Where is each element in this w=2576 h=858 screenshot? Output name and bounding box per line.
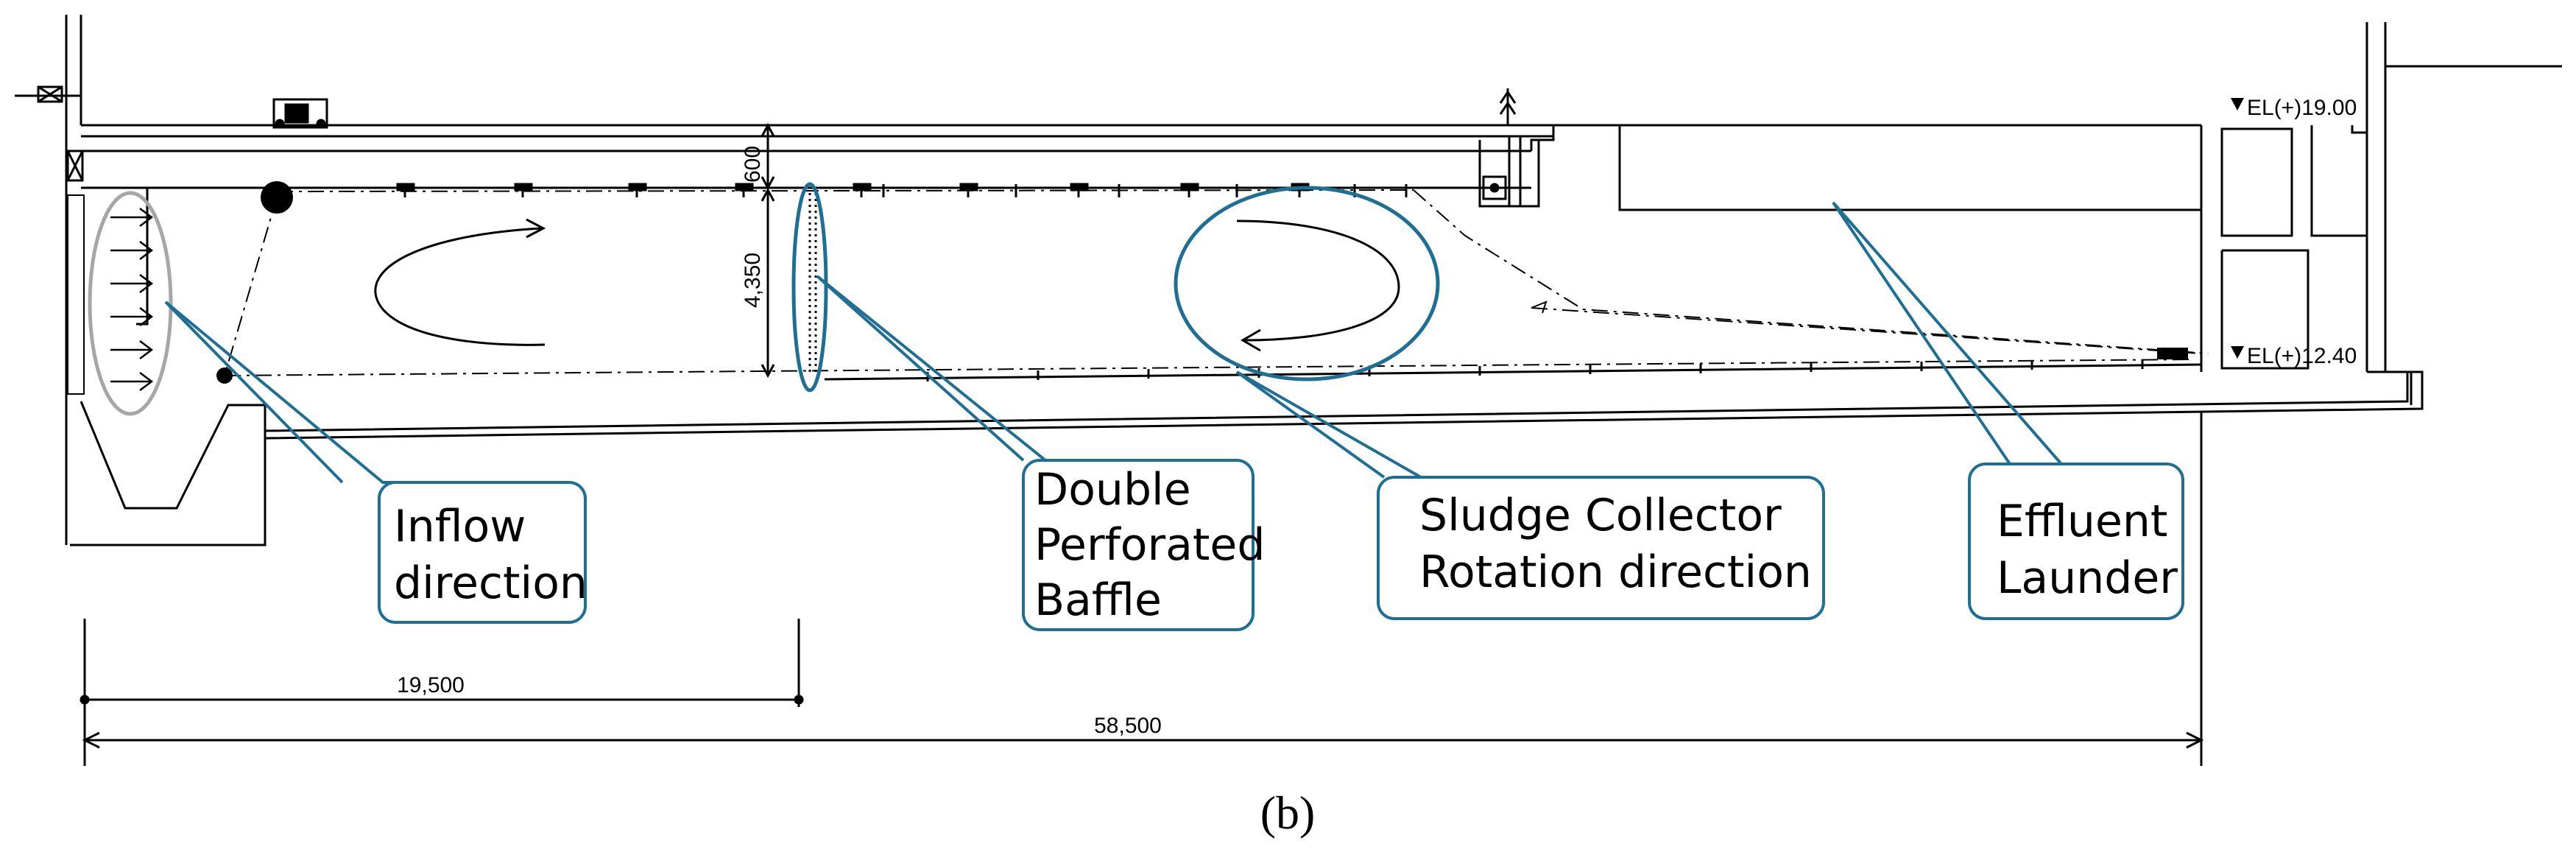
partial-length-dimension: 19,500 xyxy=(397,673,465,697)
launder-leader xyxy=(1832,201,2065,465)
inlet-port xyxy=(67,194,85,395)
effluent-launder-box xyxy=(1618,125,2201,211)
sludge-rotation-arrow xyxy=(1236,219,1400,342)
inflow-arrows xyxy=(110,208,154,391)
sludge-withdrawal-icon xyxy=(2157,348,2188,359)
callout-baffle-line2: Perforated xyxy=(1034,519,1265,571)
callout-baffle-line3: Baffle xyxy=(1034,574,1162,626)
callout-inflow: Inflow direction xyxy=(378,481,587,624)
callout-inflow-line1: Inflow xyxy=(394,501,526,552)
perforated-baffle-icon xyxy=(808,193,817,376)
inflow-leader xyxy=(164,300,427,484)
scum-pipe xyxy=(1482,175,1507,200)
launder-step xyxy=(1530,125,1555,151)
sludge-collector-chain xyxy=(224,189,2209,376)
scraper-icon xyxy=(1531,300,1548,314)
right-chamber-2 xyxy=(2310,125,2368,237)
callout-sludge-line2: Rotation direction xyxy=(1419,546,1812,598)
elevation-top-label: EL(+)19.00 xyxy=(2247,96,2357,120)
callout-baffle-line1: Double xyxy=(1034,464,1191,516)
inflow-highlight-ellipse xyxy=(88,191,173,416)
callout-leaders xyxy=(164,201,2065,484)
collector-flights-bottom xyxy=(926,359,2144,381)
inlet-gate-symbol xyxy=(66,150,84,182)
callout-launder-line2: Launder xyxy=(1997,552,2178,604)
tank-structure xyxy=(15,15,2562,546)
elevation-bottom: EL(+)12.40 xyxy=(2231,344,2357,368)
callout-baffle: Double Perforated Baffle xyxy=(1022,459,1265,631)
callout-launder: Effluent Launder xyxy=(1968,463,2184,620)
elevation-top: EL(+)19.00 xyxy=(2231,96,2357,120)
sludge-highlight-ellipse xyxy=(1174,186,1440,381)
figure-caption: (b) xyxy=(1260,787,1316,839)
sludge-hopper xyxy=(70,401,267,546)
right-chamber-1 xyxy=(2220,127,2293,237)
drive-unit-icon xyxy=(272,98,328,129)
left-valve-symbol xyxy=(37,85,63,103)
elevation-bottom-label: EL(+)12.40 xyxy=(2247,344,2357,368)
callout-inflow-line2: direction xyxy=(394,558,587,609)
callout-launder-line1: Effluent xyxy=(1997,496,2167,547)
callout-sludge: Sludge Collector Rotation direction xyxy=(1377,476,1825,620)
floor-slope xyxy=(824,363,2202,381)
vertical-dimensions xyxy=(761,122,775,379)
freeboard-dimension: 600 xyxy=(741,146,765,183)
tank-floor xyxy=(264,370,2424,440)
total-length-dimension: 58,500 xyxy=(1094,714,1162,738)
depth-dimension: 4,350 xyxy=(741,253,765,308)
flow-circulation-arrow xyxy=(374,227,546,346)
baffle-highlight-ellipse xyxy=(791,182,828,393)
collector-flights-top xyxy=(396,183,1408,197)
right-chamber-3 xyxy=(2220,249,2309,370)
horizontal-dimensions xyxy=(80,412,2204,766)
callout-sludge-line1: Sludge Collector xyxy=(1419,490,1782,541)
